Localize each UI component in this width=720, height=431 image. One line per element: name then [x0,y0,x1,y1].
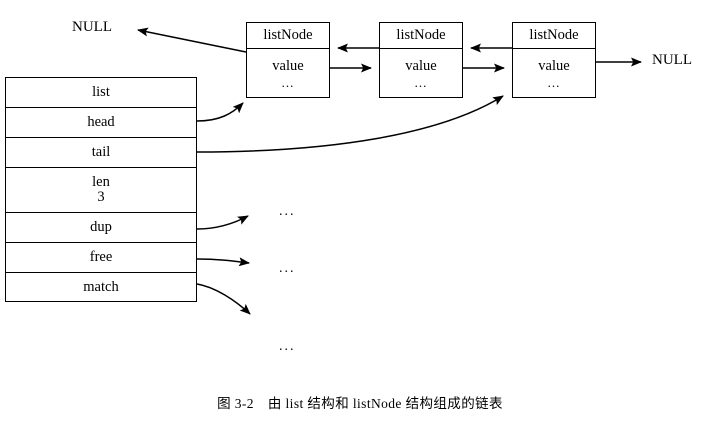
arrow-node1-prev-null [137,27,247,53]
list-node-3-title: listNode [513,23,595,49]
list-struct-label-dup: dup [90,218,112,235]
list-struct-row-match: match [6,273,196,303]
list-struct-row-len: len 3 [6,168,196,213]
list-node-1-body: value ... [247,49,329,97]
ellipsis-dup: ... [279,204,296,219]
list-node-3: listNode value ... [512,22,596,98]
list-node-3-body: value ... [513,49,595,97]
list-struct-value-len: 3 [97,189,105,205]
list-node-2-value-label: value [405,57,437,74]
list-node-2-body: value ... [380,49,462,97]
list-struct-label-match: match [83,279,119,296]
list-struct-row-dup: dup [6,213,196,243]
list-struct-table: list head tail len 3 dup free match [5,77,197,302]
list-struct-label-free: free [89,248,113,265]
null-label-left: NULL [72,19,112,35]
list-struct-row-list: list [6,78,196,108]
list-struct-label-len: len [92,173,110,190]
list-node-1-title: listNode [247,23,329,49]
arrow-dup-to-fn [196,215,249,230]
list-node-1-more: ... [281,74,295,90]
ellipsis-match: ... [279,339,296,354]
arrow-free-to-fn [196,257,250,267]
list-struct-label-head: head [87,113,115,130]
list-struct-label-tail: tail [91,143,111,160]
list-struct-row-head: head [6,108,196,138]
figure-caption: 图 3-2 由 list 结构和 listNode 结构组成的链表 [217,396,503,411]
ellipsis-free: ... [279,261,296,276]
list-node-3-more: ... [547,74,561,90]
list-node-1-value-label: value [272,57,304,74]
list-node-3-value-label: value [538,57,570,74]
list-struct-label-list: list [92,83,110,100]
list-node-2-more: ... [414,74,428,90]
list-node-1: listNode value ... [246,22,330,98]
null-label-right: NULL [652,52,692,68]
list-struct-row-tail: tail [6,138,196,168]
list-struct-row-free: free [6,243,196,273]
arrow-head-to-node1 [196,102,244,122]
list-node-2-title: listNode [380,23,462,49]
arrow-tail-to-node3 [196,95,504,153]
arrow-match-to-fn [196,283,251,315]
list-node-2: listNode value ... [379,22,463,98]
